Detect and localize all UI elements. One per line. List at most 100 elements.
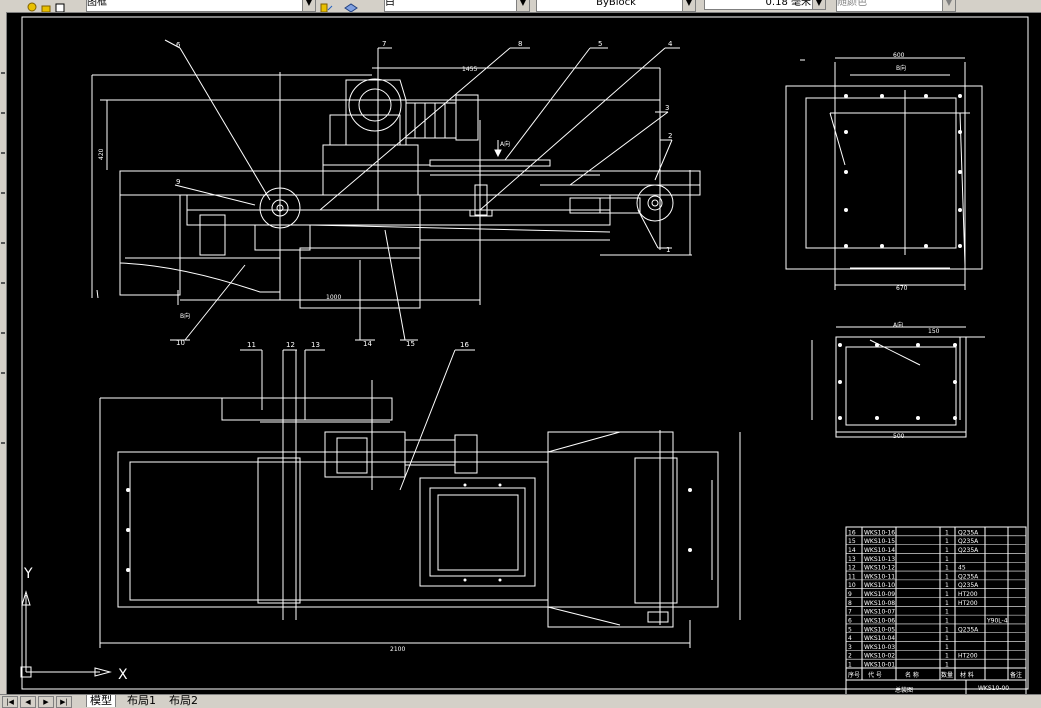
tb-header-note: 备注 xyxy=(1010,671,1022,679)
layout-tabs-bar: |◀ ◀ ▶ ▶| 模型 布局1 布局2 xyxy=(0,694,1041,708)
title-block-cell-qty: 1 xyxy=(945,626,949,633)
title-block-cell-code: WKS10-14 xyxy=(864,547,895,554)
color-combo-value: 白 xyxy=(385,0,395,8)
title-block-cell-material: Q235A xyxy=(958,582,979,589)
dim-150: 150 xyxy=(928,328,940,335)
title-block-cell-no: 16 xyxy=(848,529,856,536)
title-block-cell-material: Q235A xyxy=(958,529,979,536)
title-block-cell-no: 4 xyxy=(848,635,852,642)
title-block-cell-no: 5 xyxy=(848,626,852,633)
title-block-cell-no: 12 xyxy=(848,565,856,572)
title-block-cell-no: 3 xyxy=(848,644,852,651)
title-block-cell-no: 11 xyxy=(848,573,856,580)
title-block-cell-qty: 1 xyxy=(945,556,949,563)
title-block-cell-qty: 1 xyxy=(945,547,949,554)
dim-2100: 2100 xyxy=(390,646,405,653)
balloon-4: 4 xyxy=(668,40,673,48)
dim-1000: 1000 xyxy=(326,294,341,301)
title-block-cell-qty: 1 xyxy=(945,600,949,607)
properties-toolbar: 图框 ▼ 白 ▼ ByBlock ▼ 0.18 毫米 ▼ 随颜色 ▼ xyxy=(0,0,1041,13)
layer-state-icon[interactable] xyxy=(26,0,38,12)
balloon-13: 13 xyxy=(311,341,320,349)
chevron-down-icon[interactable]: ▼ xyxy=(682,0,695,11)
title-block-cell-code: WKS10-01 xyxy=(864,662,895,669)
cad-drawing: 6 7 8 5 4 3 2 1 9 10 14 15 1455 420 1000… xyxy=(20,16,1029,694)
tab-model[interactable]: 模型 xyxy=(86,695,116,707)
view-arrow-b: B向 xyxy=(180,312,190,320)
last-tab-button[interactable]: ▶| xyxy=(56,696,72,708)
balloon-16: 16 xyxy=(460,341,469,349)
title-block-cell-qty: 1 xyxy=(945,653,949,660)
tb-header-qty: 数量 xyxy=(941,671,953,679)
balloon-5: 5 xyxy=(598,40,602,48)
title-block-cell-qty: 1 xyxy=(945,644,949,651)
tb-drawing-title: 总装图 xyxy=(895,686,913,694)
tab-layout1[interactable]: 布局1 xyxy=(124,695,159,707)
next-tab-button[interactable]: ▶ xyxy=(38,696,54,708)
title-block-cell-code: WKS10-10 xyxy=(864,582,895,589)
a-view-title: A向 xyxy=(893,321,903,329)
b-view-holes: B向 600 670 xyxy=(844,52,962,292)
chevron-down-icon[interactable]: ▼ xyxy=(302,0,315,11)
chevron-down-icon[interactable]: ▼ xyxy=(812,0,825,9)
title-block-cell-no: 2 xyxy=(848,653,852,660)
title-block-cell-material: Q235A xyxy=(958,538,979,545)
title-block-cell-qty: 1 xyxy=(945,662,949,669)
title-block-cell-material: HT200 xyxy=(958,591,978,598)
title-block-cell-no: 8 xyxy=(848,600,852,607)
title-block-cell-qty: 1 xyxy=(945,573,949,580)
drawing-canvas[interactable]: 6 7 8 5 4 3 2 1 9 10 14 15 1455 420 1000… xyxy=(7,13,1041,694)
chevron-down-icon[interactable]: ▼ xyxy=(942,0,955,11)
b-view xyxy=(785,57,983,290)
b-view-title: B向 xyxy=(896,64,906,72)
plotstyle-combo[interactable]: 随颜色 ▼ xyxy=(836,0,956,12)
balloon-12: 12 xyxy=(286,341,295,349)
balloon-1: 1 xyxy=(666,246,670,254)
prev-tab-button[interactable]: ◀ xyxy=(20,696,36,708)
dim-670: 670 xyxy=(896,285,908,292)
balloon-10: 10 xyxy=(176,339,185,347)
layer-combo[interactable]: 图框 ▼ xyxy=(86,0,316,12)
title-block-cell-code: WKS10-13 xyxy=(864,556,895,563)
title-block-cell-qty: 1 xyxy=(945,609,949,616)
title-block-cell-material: Q235A xyxy=(958,573,979,580)
plotstyle-combo-value: 随颜色 xyxy=(837,0,867,8)
title-block-cell-material: Q235A xyxy=(958,547,979,554)
title-block-cell-no: 13 xyxy=(848,556,856,563)
title-block-cell-no: 9 xyxy=(848,591,852,598)
linetype-combo-value: ByBlock xyxy=(596,0,636,8)
title-block-cell-qty: 1 xyxy=(945,617,949,624)
layer-previous-icon[interactable] xyxy=(320,0,333,12)
title-block-cell-note: Y90L-4 xyxy=(986,617,1008,624)
color-combo[interactable]: 白 ▼ xyxy=(384,0,530,12)
dim-1455: 1455 xyxy=(462,66,477,73)
title-block-cell-code: WKS10-11 xyxy=(864,573,895,580)
title-block-cell-code: WKS10-08 xyxy=(864,600,895,607)
layer-lock-icon[interactable] xyxy=(40,0,52,12)
tb-header-no: 序号 xyxy=(848,671,860,679)
ucs-y-label: Y xyxy=(23,566,33,582)
tab-layout2[interactable]: 布局2 xyxy=(166,695,201,707)
left-toolbar-edge xyxy=(0,12,7,694)
title-block-cell-code: WKS10-12 xyxy=(864,565,895,572)
lineweight-combo[interactable]: 0.18 毫米 ▼ xyxy=(704,0,826,10)
a-view xyxy=(811,326,985,438)
balloon-6: 6 xyxy=(176,41,181,49)
title-block-cell-qty: 1 xyxy=(945,582,949,589)
linetype-combo[interactable]: ByBlock ▼ xyxy=(536,0,696,12)
layer-color-icon[interactable] xyxy=(54,0,66,12)
first-tab-button[interactable]: |◀ xyxy=(2,696,18,708)
chevron-down-icon[interactable]: ▼ xyxy=(516,0,529,11)
balloon-3: 3 xyxy=(665,104,669,112)
title-block-cell-code: WKS10-09 xyxy=(864,591,895,598)
ucs-icon xyxy=(20,590,112,678)
title-block-cell-code: WKS10-07 xyxy=(864,609,895,616)
tb-drawing-no: WKS10-00 xyxy=(978,685,1009,692)
title-block-cell-code: WKS10-05 xyxy=(864,626,895,633)
title-block-cell-no: 7 xyxy=(848,609,852,616)
layer-manager-icon[interactable] xyxy=(344,0,358,12)
title-block-cell-code: WKS10-03 xyxy=(864,644,895,651)
title-block-cell-qty: 1 xyxy=(945,538,949,545)
lineweight-combo-value: 0.18 毫米 xyxy=(765,0,811,8)
